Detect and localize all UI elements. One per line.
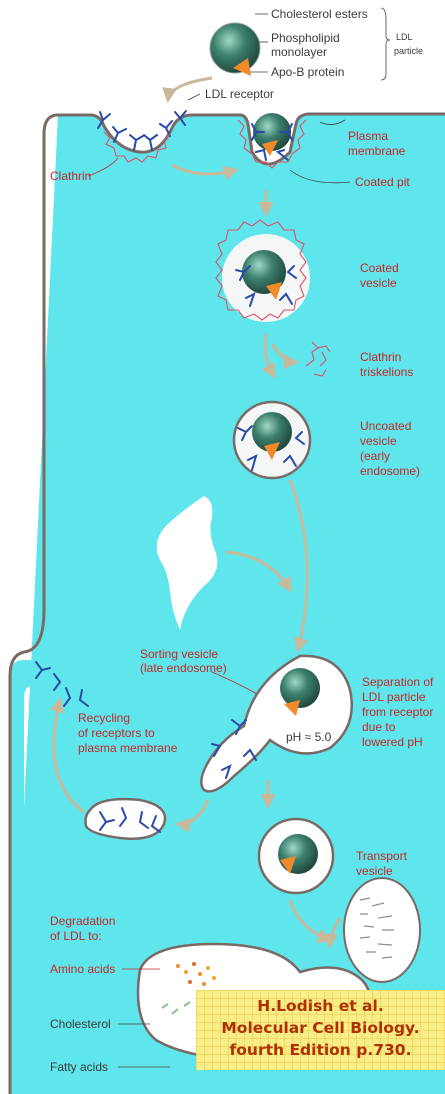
- label-clathrin: Clathrin: [50, 169, 91, 183]
- label-ldl: LDL: [396, 32, 413, 42]
- label-plasma: Plasma: [348, 129, 388, 143]
- label-separation-1: Separation of: [362, 675, 434, 689]
- citation-line-2: Molecular Cell Biology.: [196, 1017, 445, 1039]
- label-recycling-3: plasma membrane: [78, 741, 178, 755]
- label-recycling-1: Recycling: [78, 711, 130, 725]
- label-coated: Coated: [360, 261, 399, 275]
- label-uncoated-1: Uncoated: [360, 419, 411, 433]
- label-degradation-1: Degradation: [50, 914, 115, 928]
- citation-box: H.Lodish et al. Molecular Cell Biology. …: [196, 990, 445, 1070]
- label-particle: particle: [394, 46, 423, 56]
- label-coated-pit: Coated pit: [355, 175, 410, 189]
- transport-vesicle-ldl: [278, 834, 318, 874]
- citation-line-3: fourth Edition p.730.: [196, 1039, 445, 1061]
- label-transport-1: Transport: [356, 849, 408, 863]
- label-separation-3: from receptor: [362, 705, 433, 719]
- label-monolayer: monolayer: [271, 45, 327, 59]
- label-ph: pH ≈ 5.0: [286, 730, 332, 744]
- label-uncoated-3: (early: [360, 449, 390, 463]
- label-separation-4: due to: [362, 720, 396, 734]
- label-triskelions-2: triskelions: [360, 365, 413, 379]
- label-sorting-2: (late endosome): [140, 661, 227, 675]
- label-transport-2: vesicle: [356, 864, 393, 878]
- ldl-particle-icon: [210, 23, 260, 73]
- label-membrane: membrane: [348, 144, 406, 158]
- label-cholesterol-esters: Cholesterol esters: [271, 7, 368, 21]
- label-amino-acids: Amino acids: [50, 962, 115, 976]
- label-phospholipid: Phospholipid: [271, 31, 340, 45]
- label-cholesterol: Cholesterol: [50, 1017, 111, 1031]
- citation-line-1: H.Lodish et al.: [196, 995, 445, 1017]
- late-endosome-ldl: [280, 668, 320, 708]
- label-ldl-receptor: LDL receptor: [205, 87, 274, 101]
- label-apo-b: Apo-B protein: [271, 65, 344, 79]
- label-separation-2: LDL particle: [362, 690, 426, 704]
- label-fatty-acids: Fatty acids: [50, 1060, 108, 1074]
- label-separation-5: lowered pH: [362, 735, 423, 749]
- label-sorting-1: Sorting vesicle: [140, 647, 218, 661]
- label-triskelions-1: Clathrin: [360, 350, 401, 364]
- label-uncoated-4: endosome): [360, 464, 420, 478]
- label-degradation-2: of LDL to:: [50, 929, 102, 943]
- label-recycling-2: of receptors to: [78, 726, 155, 740]
- label-uncoated-2: vesicle: [360, 434, 397, 448]
- label-vesicle: vesicle: [360, 276, 397, 290]
